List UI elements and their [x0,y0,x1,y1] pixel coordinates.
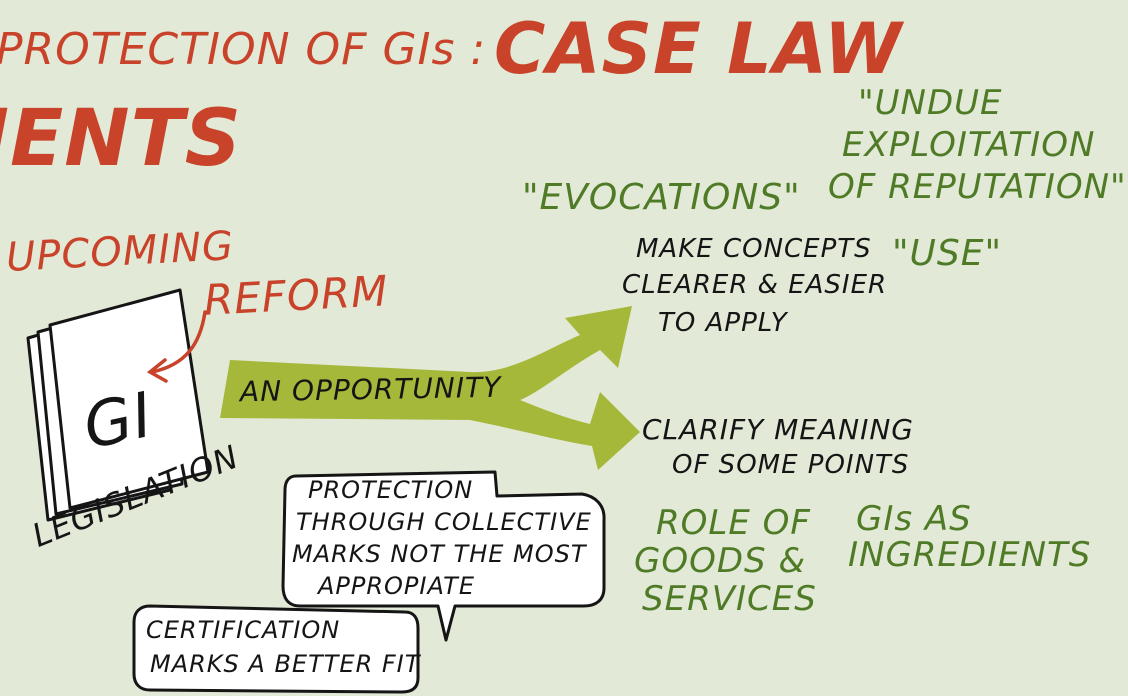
undue-line1: "UNDUE [858,83,1003,123]
role-line3: SERVICES [642,579,817,619]
undue-line2: EXPLOITATION [842,125,1096,165]
title-line1-a: PROTECTION OF GIs : [0,24,487,75]
bubble-collective-line3: MARKS NOT THE MOST [292,540,587,568]
branch-top-line2: CLEARER & EASIER [622,270,888,300]
gi-document-icon [26,288,210,522]
bubble-certification-line1: CERTIFICATION [146,616,341,644]
title-line2: IENTS [0,94,242,184]
upcoming-label: UPCOMING [4,223,236,281]
branch-top-line3: TO APPLY [658,308,788,338]
bubble-collective-line4: APPROPIATE [318,572,475,600]
bubble-certification-shape [132,604,420,694]
use-label: "USE" [892,233,1003,274]
evocations-label: "EVOCATIONS" [522,177,801,218]
opportunity-arrow [220,306,640,470]
ingredients-line2: INGREDIENTS [848,535,1092,575]
reform-arrow [146,310,207,383]
bubble-collective-shape [281,470,606,642]
bubble-certification-line2: MARKS A BETTER FIT [150,650,421,678]
opportunity-label: AN OPPORTUNITY [239,370,502,409]
role-line1: ROLE OF [656,503,811,543]
undue-line3: OF REPUTATION" [828,167,1127,207]
gi-document-label: GI [77,377,160,464]
role-line2: GOODS & [634,541,806,581]
reform-label: REFORM [202,266,390,325]
ingredients-line1: GIs AS [856,499,972,539]
branch-bottom-line2: OF SOME POINTS [672,450,910,480]
title-line1-b: CASE LAW [494,8,903,90]
bubble-collective-line2: THROUGH COLLECTIVE [296,508,592,536]
branch-bottom-line1: CLARIFY MEANING [642,413,914,446]
branch-top-line1: MAKE CONCEPTS [636,234,872,264]
bubble-collective-line1: PROTECTION [308,476,474,504]
